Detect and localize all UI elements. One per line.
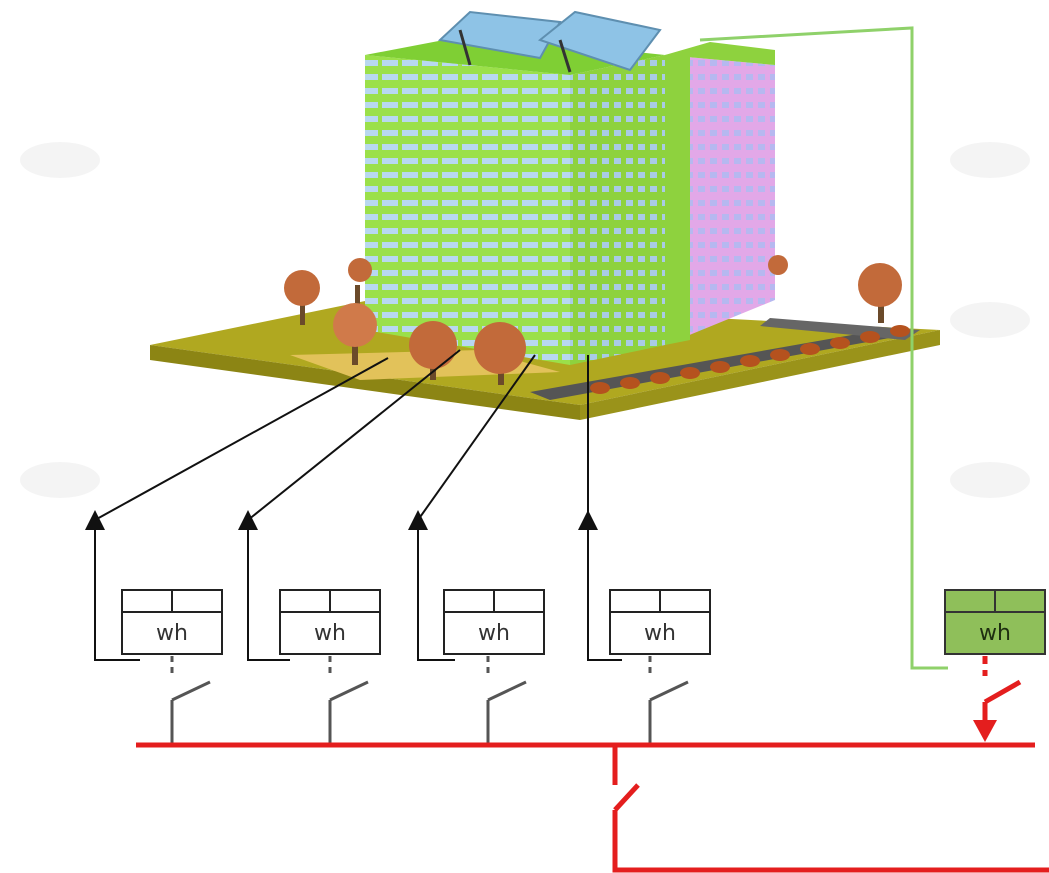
supply-arrow [973, 720, 997, 742]
building-illustration [150, 10, 940, 420]
tree [284, 270, 320, 325]
meter-4: wh [609, 589, 711, 655]
tree [409, 321, 457, 380]
meter-label: wh [478, 621, 510, 646]
main-supply-wire [699, 26, 948, 670]
tower-roof [365, 35, 665, 75]
main-meter: wh [944, 589, 1046, 655]
hedge-row [590, 325, 910, 394]
tree [348, 258, 372, 305]
main-switch [983, 679, 1022, 705]
feeder-lines [85, 349, 622, 661]
switch-1 [170, 656, 211, 745]
feeder-line-1 [85, 510, 140, 661]
feeder-line-4 [578, 510, 622, 661]
meter-label: wh [314, 621, 346, 646]
tree [768, 255, 788, 275]
feeder-line-2 [238, 510, 290, 661]
meter-label: wh [156, 621, 188, 646]
switch-3 [486, 656, 527, 745]
switch-4 [648, 656, 689, 745]
branch-switches [170, 656, 689, 745]
meter-3: wh [443, 589, 545, 655]
feeder-line-3 [408, 510, 455, 661]
tower-front [365, 55, 570, 365]
switch-2 [328, 656, 369, 745]
tree [474, 322, 526, 385]
tower-side [570, 55, 665, 365]
watermark [20, 142, 1030, 498]
busbar [136, 656, 1049, 873]
tower-wing [665, 55, 775, 345]
tree [333, 303, 377, 365]
tree [858, 263, 902, 323]
meter-2: wh [279, 589, 381, 655]
utility-switch [613, 783, 640, 812]
meter-1: wh [121, 589, 223, 655]
trees [284, 255, 902, 385]
main-meter-label: wh [979, 621, 1011, 646]
meter-label: wh [644, 621, 676, 646]
solar-panels [437, 10, 662, 73]
